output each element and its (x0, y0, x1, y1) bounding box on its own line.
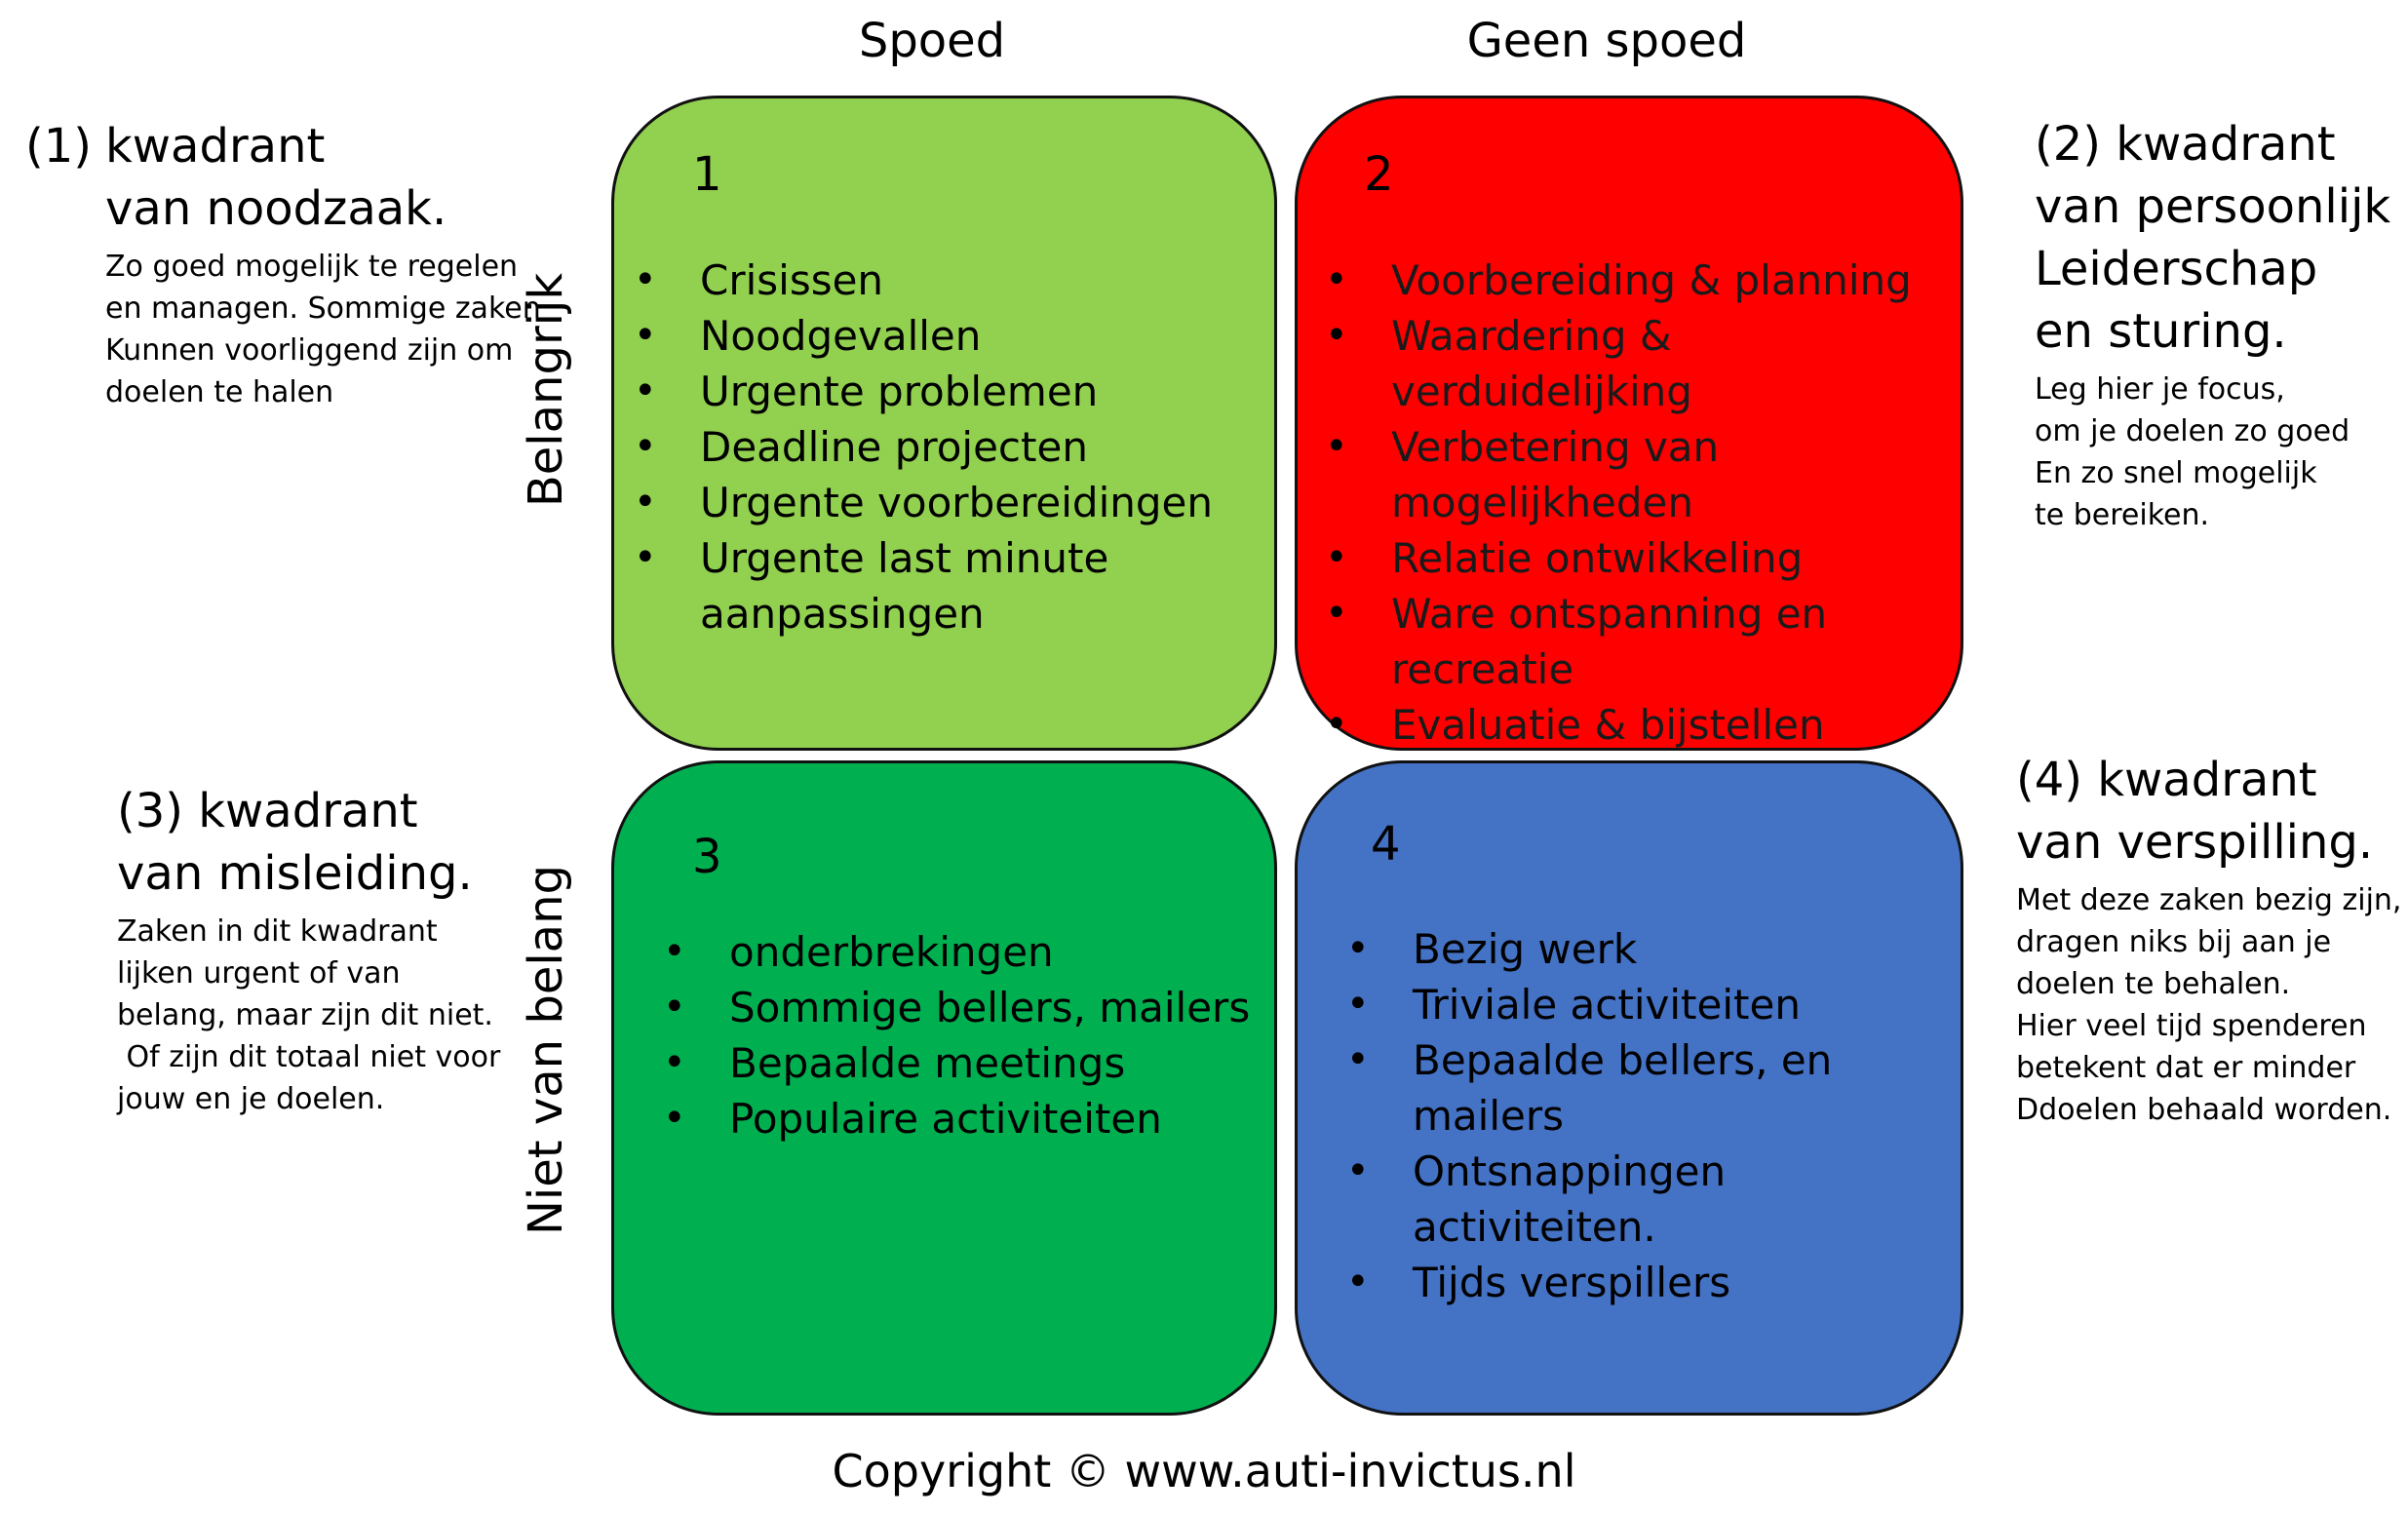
list-item: Crisissen (634, 252, 1267, 308)
side-note-desc-line: doelen te halen (105, 375, 334, 409)
quadrant-1: 1 Crisissen Noodgevallen Urgente problem… (611, 96, 1277, 751)
side-note-desc-line: dragen niks bij aan je (2016, 925, 2332, 959)
list-item: Verbetering van mogelijkheden (1325, 419, 1762, 530)
quadrant-2: 2 Voorbereiding & planning Waardering & … (1295, 96, 1963, 753)
quadrant-number: 4 (1371, 817, 1401, 872)
list-item: Ware ontspanning en recreatie (1325, 586, 1859, 697)
side-note-prefix: (1) (25, 119, 92, 174)
side-note-desc-line: Zaken in dit kwadrant (117, 914, 438, 949)
quadrant-item-list: onderbrekingen Sommige bellers, mailers … (663, 924, 1277, 1146)
side-note-desc-line: om je doelen zo goed (2035, 414, 2350, 448)
list-item: Bezig werk (1346, 921, 1964, 977)
list-item: onderbrekingen (663, 924, 1277, 980)
side-note-3: (3) kwadrant van misleiding. Zaken in di… (117, 780, 565, 1120)
list-item: Populaire activiteiten (663, 1091, 1277, 1146)
column-header-geen-spoed: Geen spoed (1466, 14, 1747, 68)
side-note-desc-line: Met deze zaken bezig zijn, (2016, 883, 2402, 917)
side-note-desc-line: Kunnen voorliggend zijn om (105, 333, 514, 368)
side-note-title-line: kwadrant (105, 119, 326, 174)
quadrant-number: 3 (692, 830, 722, 884)
side-note-desc-line: en managen. Sommige zaken (105, 291, 541, 326)
side-note-desc-line: Ddoelen behaald worden. (2016, 1093, 2392, 1127)
quadrant-item-list: Voorbereiding & planning Waardering & ve… (1325, 252, 1963, 753)
side-note-desc-line: te bereiken. (2035, 498, 2210, 532)
side-note-desc-line: En zo snel mogelijk (2035, 456, 2317, 490)
side-note-title-line: van persoonlijk (2035, 179, 2391, 234)
side-note-desc-line: doelen te behalen. (2016, 967, 2291, 1001)
list-item: Deadline projecten (634, 419, 1267, 475)
list-item: Noodgevallen (634, 308, 1267, 364)
quadrant-number: 1 (692, 147, 722, 202)
list-item: Waardering & verduidelijking (1325, 308, 1963, 419)
quadrant-4: 4 Bezig werk Triviale activiteiten Bepaa… (1295, 760, 1963, 1416)
side-note-title-line: en sturing. (2035, 304, 2287, 359)
side-note-desc-line: lijken urgent of van (117, 956, 401, 991)
copyright-notice: Copyright © www.auti-invictus.nl (832, 1445, 1576, 1497)
side-note-desc-line: Of zijn dit totaal niet voor (117, 1040, 501, 1074)
side-note-desc-line: betekent dat er minder (2016, 1051, 2356, 1085)
list-item: Bepaalde bellers, en mailers (1346, 1032, 1964, 1144)
list-item: Urgente voorbereidingen (634, 475, 1267, 530)
quadrant-3: 3 onderbrekingen Sommige bellers, mailer… (611, 760, 1277, 1416)
list-item: Urgente last minute aanpassingen (634, 530, 1109, 641)
quadrant-item-list: Bezig werk Triviale activiteiten Bepaald… (1346, 921, 1964, 1310)
quadrant-number: 2 (1364, 147, 1394, 202)
list-item: Triviale activiteiten (1346, 977, 1964, 1032)
side-note-desc-line: jouw en je doelen. (117, 1082, 385, 1116)
side-note-title-line: van misleiding. (117, 846, 473, 901)
list-item: Bepaalde meetings (663, 1035, 1277, 1091)
side-note-title-line: Leiderschap (2035, 242, 2318, 296)
list-item: Urgente problemen (634, 364, 1267, 419)
side-note-title-line: (4) kwadrant (2016, 753, 2317, 807)
side-note-title-line: van verspilling. (2016, 815, 2374, 870)
list-item: Evaluatie & bijstellen (1325, 697, 1963, 753)
side-note-desc-line: belang, maar zijn dit niet. (117, 998, 493, 1032)
side-note-title-line: (3) kwadrant (117, 784, 418, 838)
side-note-2: (2) kwadrant van persoonlijk Leiderschap… (2035, 113, 2405, 536)
column-header-spoed: Spoed (858, 14, 1006, 68)
side-note-title-line: (2) kwadrant (2035, 117, 2336, 172)
side-note-desc-line: Hier veel tijd spenderen (2016, 1009, 2367, 1043)
list-item: Sommige bellers, mailers (663, 980, 1277, 1035)
side-note-4: (4) kwadrant van verspilling. Met deze z… (2016, 749, 2406, 1131)
list-item: Ontsnappingen activiteiten. (1346, 1144, 1964, 1255)
side-note-title-line: van noodzaak. (105, 181, 447, 236)
side-note-desc-line: Zo goed mogelijk te regelen (105, 250, 519, 284)
list-item: Relatie ontwikkeling (1325, 530, 1963, 586)
quadrant-item-list: Crisissen Noodgevallen Urgente problemen… (634, 252, 1267, 641)
list-item: Voorbereiding & planning (1325, 252, 1963, 308)
list-item: Tijds verspillers (1346, 1255, 1964, 1310)
side-note-desc-line: Leg hier je focus, (2035, 372, 2285, 407)
